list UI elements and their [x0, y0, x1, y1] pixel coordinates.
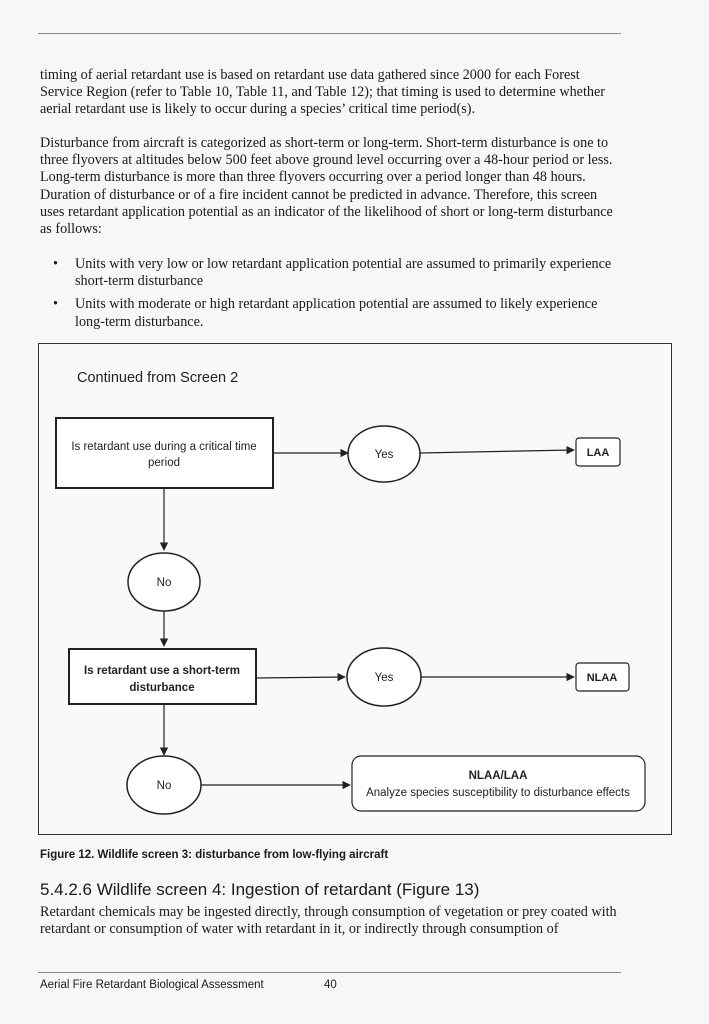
list-item: • Units with very low or low retardant ap…	[40, 256, 620, 290]
bullet-text: Units with very low or low retardant app…	[75, 256, 612, 290]
flowchart: Continued from Screen 2 Is retardant use…	[55, 370, 646, 815]
no-label: No	[157, 577, 172, 589]
outcome-label: NLAA	[587, 672, 618, 684]
question-text-line: period	[148, 457, 180, 469]
outcome-subtext: Analyze species susceptibility to distur…	[366, 787, 630, 799]
section-paragraph: Retardant chemicals may be ingested dire…	[40, 904, 617, 938]
flowchart-figure: Continued from Screen 2 Is retardant use…	[38, 343, 672, 835]
question-text-line: Is retardant use a short-term	[84, 665, 240, 677]
outcome-box-laa	[575, 437, 621, 467]
question-text-line: Is retardant use during a critical time	[71, 441, 256, 453]
no-label: No	[157, 780, 172, 792]
yes-label: Yes	[375, 672, 394, 684]
figure-caption: Figure 12. Wildlife screen 3: disturbanc…	[40, 849, 389, 861]
yes-label: Yes	[375, 449, 394, 461]
bullet-icon: •	[53, 296, 58, 313]
section-heading: 5.4.2.6 Wildlife screen 4: Ingestion of …	[40, 880, 480, 899]
bullet-icon: •	[53, 256, 58, 272]
arrow	[419, 445, 575, 455]
footer-rule	[38, 972, 621, 973]
figure-title: Continued from Screen 2	[77, 370, 238, 386]
page-number: 40	[324, 979, 337, 991]
outcome-box-nlaa	[575, 662, 630, 692]
outcome-label: LAA	[587, 447, 610, 459]
list-item: • Units with moderate or high retardant a…	[40, 296, 620, 330]
question-box-critical-time	[55, 417, 274, 489]
header-rule	[38, 33, 621, 34]
arrow	[255, 672, 346, 682]
bullet-text: Units with moderate or high retardant ap…	[75, 296, 598, 330]
bullet-list: • Units with very low or low retardant ap…	[40, 256, 620, 337]
outcome-title: NLAA/LAA	[469, 770, 528, 782]
footer-title: Aerial Fire Retardant Biological Assessm…	[40, 979, 264, 991]
yes-node	[347, 425, 421, 483]
outcome-box-nlaa-laa	[351, 755, 646, 812]
question-text-line: disturbance	[129, 682, 194, 694]
body-paragraph-1: timing of aerial retardant use is based …	[40, 67, 606, 118]
body-paragraph-2: Disturbance from aircraft is categorized…	[40, 135, 613, 238]
question-box-short-term	[68, 648, 257, 705]
